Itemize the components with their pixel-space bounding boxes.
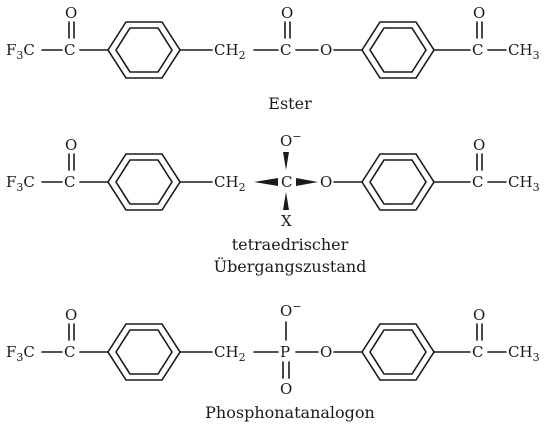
benzene-ring: [361, 153, 435, 211]
carbonyl-oxygen: O: [65, 306, 77, 324]
ester-carbonyl-oxygen: O: [281, 4, 293, 22]
acetyl-carbon: C: [472, 173, 483, 191]
leaving-group-x: X: [281, 212, 292, 230]
methylene-group: CH2: [214, 173, 246, 194]
acetyl-oxygen: O: [473, 4, 485, 22]
ester-oxygen: O: [320, 173, 332, 191]
caption-transition-line1: tetraedrischer: [232, 235, 349, 254]
caption-transition-line2: Übergangszustand: [214, 256, 367, 276]
methyl-group: CH3: [508, 173, 540, 194]
caption-phosphonate: Phosphonatanalogon: [205, 403, 375, 422]
alkoxide-oxygen: O−: [280, 130, 302, 150]
benzene-ring: [107, 21, 181, 79]
ester-structure: F3C C O CH2 C O O C: [6, 4, 540, 79]
carbonyl-oxygen: O: [65, 136, 77, 154]
methyl-group: CH3: [508, 41, 540, 62]
benzene-ring: [107, 153, 181, 211]
phosphonate-anion-oxygen: O−: [280, 300, 302, 320]
ester-oxygen: O: [320, 41, 332, 59]
acetyl-oxygen: O: [473, 306, 485, 324]
caption-ester: Ester: [268, 94, 312, 113]
f3c-group: F3C: [6, 173, 35, 194]
carbonyl-oxygen: O: [65, 4, 77, 22]
phosphoryl-oxygen: O: [280, 380, 292, 398]
acetyl-carbon: C: [472, 343, 483, 361]
benzene-ring: [107, 323, 181, 381]
f3c-group: F3C: [6, 41, 35, 62]
ester-carbon: C: [280, 41, 291, 59]
ester-oxygen: O: [320, 343, 332, 361]
carbonyl-carbon: C: [64, 173, 75, 191]
acetyl-oxygen: O: [473, 136, 485, 154]
benzene-ring: [361, 21, 435, 79]
f3c-group: F3C: [6, 343, 35, 364]
methyl-group: CH3: [508, 343, 540, 364]
acetyl-carbon: C: [472, 41, 483, 59]
carbonyl-carbon: C: [64, 41, 75, 59]
methylene-group: CH2: [214, 343, 246, 364]
carbonyl-carbon: C: [64, 343, 75, 361]
methylene-group: CH2: [214, 41, 246, 62]
phosphonate-structure: F3C C O CH2 P O− O O C O CH: [6, 300, 540, 398]
tetrahedral-carbon: C: [281, 173, 292, 191]
benzene-ring: [361, 323, 435, 381]
phosphorus-atom: P: [280, 343, 290, 361]
transition-state-structure: F3C C O CH2 C O− X O C O: [6, 130, 540, 230]
